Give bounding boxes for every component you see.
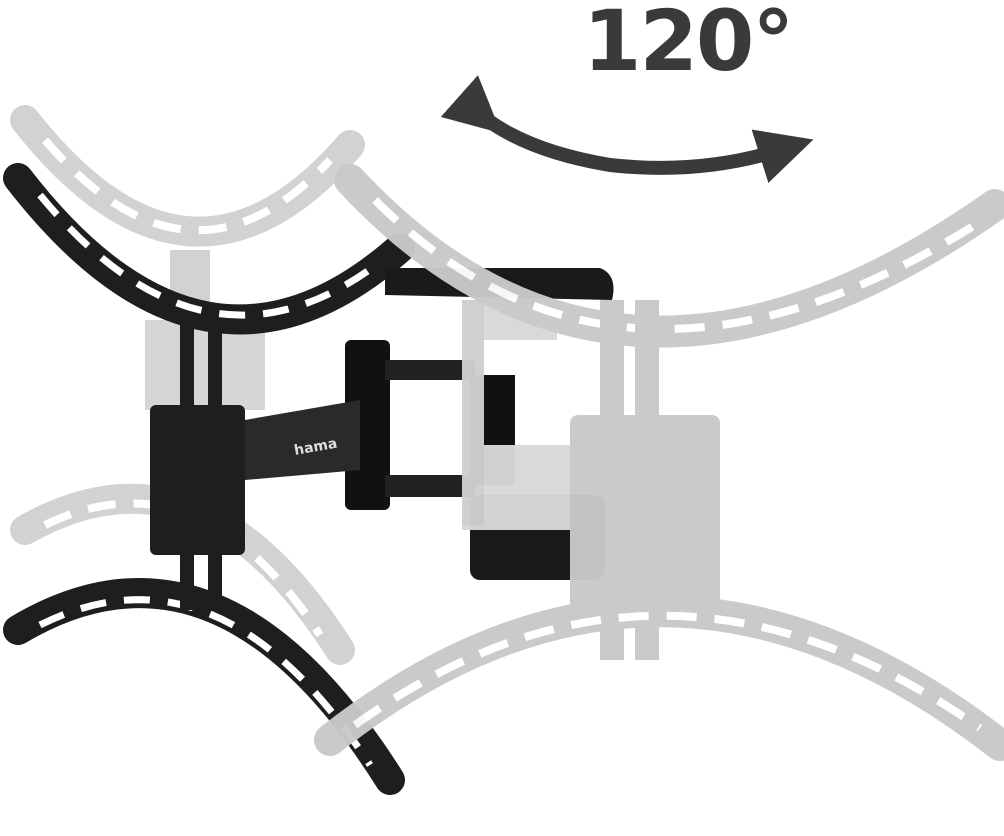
brand-logo: hama [293, 436, 339, 459]
curved-double-arrow-icon [440, 75, 814, 183]
ghost-bracket-right [314, 164, 1004, 761]
rotation-angle-label: 120° [583, 0, 794, 90]
